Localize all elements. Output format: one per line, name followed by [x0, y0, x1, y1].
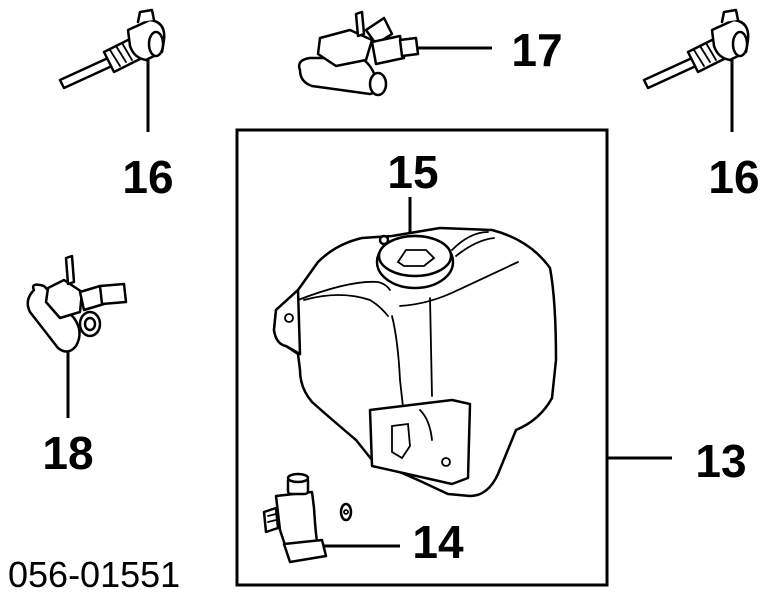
assembly-frame	[235, 128, 609, 587]
callout-label-16-left: 16	[122, 151, 173, 203]
washer-pump-14-drawing	[262, 472, 353, 564]
callout-label-16-right: 16	[708, 151, 759, 203]
callout-label-17: 17	[511, 24, 562, 76]
reservoir-tank-13-drawing	[272, 226, 558, 498]
nozzle-16-left-drawing	[58, 8, 166, 90]
drawing-code: 056-01551	[8, 554, 180, 595]
connector-17-drawing	[297, 10, 420, 97]
callout-label-13: 13	[695, 435, 746, 487]
callout-label-18: 18	[42, 427, 93, 479]
connector-18-drawing	[26, 254, 128, 353]
callout-label-15: 15	[387, 146, 438, 198]
callout-label-14: 14	[412, 516, 464, 568]
nozzle-16-right-drawing	[642, 8, 750, 90]
